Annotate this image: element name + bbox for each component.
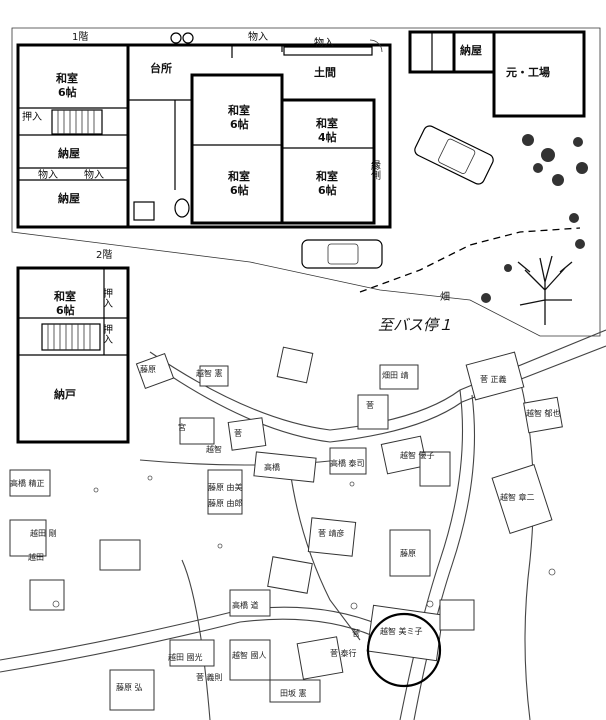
name-label: 高橋 精正 <box>10 478 45 488</box>
map-markers <box>52 475 556 610</box>
stair-2f <box>41 323 101 351</box>
room-washitsu-c1-size: 6帖 <box>230 117 249 131</box>
floor1-plan: 1階 和室 6帖 押入 納屋 物入 物入 納屋 台 <box>11 27 601 337</box>
room-moto-kojo: 元・工場 <box>506 65 550 79</box>
bath-fixture <box>133 201 155 221</box>
floor2-plan: 2階 和室 6帖 押入 押入 納戸 <box>16 249 130 444</box>
room-washitsu-c2: 和室 <box>316 116 338 130</box>
shrubs <box>481 134 588 303</box>
name-label: 畑田 靖 <box>382 370 409 380</box>
highlight-circle <box>366 612 442 688</box>
room-doma: 土間 <box>314 65 336 79</box>
name-label: 田坂 憲 <box>280 688 307 698</box>
name-label: 高橋 泰司 <box>330 458 365 468</box>
bus-stop-note: 至バス停１ <box>378 316 453 334</box>
room-2f-oshiire-a: 押入 <box>101 287 113 308</box>
name-label: 越智 國人 <box>232 650 267 660</box>
name-label: 越智 憲 <box>196 368 223 378</box>
hatake-label: 畑 <box>440 290 450 303</box>
name-label: 越智 郁也 <box>526 408 561 418</box>
room-2f-oshiire-b: 押入 <box>101 323 113 344</box>
moto-kojo-building <box>492 30 586 118</box>
room-washitsu-nw: 和室 <box>56 71 78 85</box>
room-monoire-a: 物入 <box>38 168 58 181</box>
room-monoire-b: 物入 <box>84 168 104 181</box>
room-2f-nando: 納戸 <box>54 387 76 401</box>
name-label: 宮 <box>178 422 186 432</box>
room-naya-1: 納屋 <box>58 146 80 160</box>
room-monoire-top-a: 物入 <box>248 30 268 43</box>
floor1-title: 1階 <box>72 31 88 43</box>
name-label: 越田 <box>28 552 44 562</box>
car-front <box>301 239 383 269</box>
name-label: 越智 <box>206 444 222 454</box>
name-label: 越田 剛 <box>30 528 57 538</box>
name-label: 高橋 道 <box>232 600 259 610</box>
name-label: 越田 國光 <box>168 652 203 662</box>
car-parked <box>414 125 494 185</box>
room-engawa: 縁側 <box>369 159 381 180</box>
tree-bare <box>517 255 573 325</box>
name-label: 菅 靖彦 <box>318 528 345 538</box>
room-2f-washitsu-size: 6帖 <box>56 303 75 317</box>
name-label: 菅 <box>366 400 374 410</box>
name-label: 菅 義則 <box>196 672 223 682</box>
name-label: 菅 正義 <box>480 374 507 384</box>
name-label: 菅 泰行 <box>330 648 357 658</box>
room-oshiire: 押入 <box>22 110 42 123</box>
room-naya-out: 納屋 <box>460 43 482 57</box>
name-label: 藤原 由郎 <box>208 498 243 508</box>
room-washitsu-c3: 和室 <box>228 169 250 183</box>
room-washitsu-c4: 和室 <box>316 169 338 183</box>
room-washitsu-c4-size: 6帖 <box>318 183 337 197</box>
name-label: 菅 <box>234 428 242 438</box>
room-washitsu-c3-size: 6帖 <box>230 183 249 197</box>
name-label: 藤原 <box>400 548 416 558</box>
room-monoire-top-b: 物入 <box>314 36 334 49</box>
name-label: 藤原 弘 <box>116 682 143 692</box>
residential-map: 畑田 靖 菅 菅 正義 越智 憲 藤原 越智 郁也 宮 高橋 泰司 越智 優子 … <box>0 329 606 720</box>
room-naya-2: 納屋 <box>58 191 80 205</box>
property-boundary <box>11 27 601 337</box>
room-washitsu-c2-size: 4帖 <box>318 130 337 144</box>
toilet-fixture <box>174 198 190 218</box>
stair-1f <box>51 109 103 135</box>
room-2f-washitsu: 和室 <box>54 289 76 303</box>
name-label: 藤原 由美 <box>208 482 243 492</box>
fence-dashed <box>359 227 581 293</box>
name-label: 藤原 <box>140 364 156 374</box>
map-name-labels: 畑田 靖 菅 菅 正義 越智 憲 藤原 越智 郁也 宮 高橋 泰司 越智 優子 … <box>10 364 561 698</box>
name-label: 高橋 <box>264 462 280 472</box>
main-house-wall <box>16 43 392 229</box>
name-label: 越智 優子 <box>400 450 435 460</box>
name-label: 菅 <box>352 628 360 638</box>
map-houses <box>9 346 563 711</box>
room-daidokoro: 台所 <box>150 61 172 75</box>
name-label: 越智 美ミ子 <box>380 626 423 636</box>
floor2-title: 2階 <box>96 249 112 261</box>
room-washitsu-nw-size: 6帖 <box>58 85 77 99</box>
name-label: 越智 章二 <box>500 492 535 502</box>
room-washitsu-c1: 和室 <box>228 103 250 117</box>
